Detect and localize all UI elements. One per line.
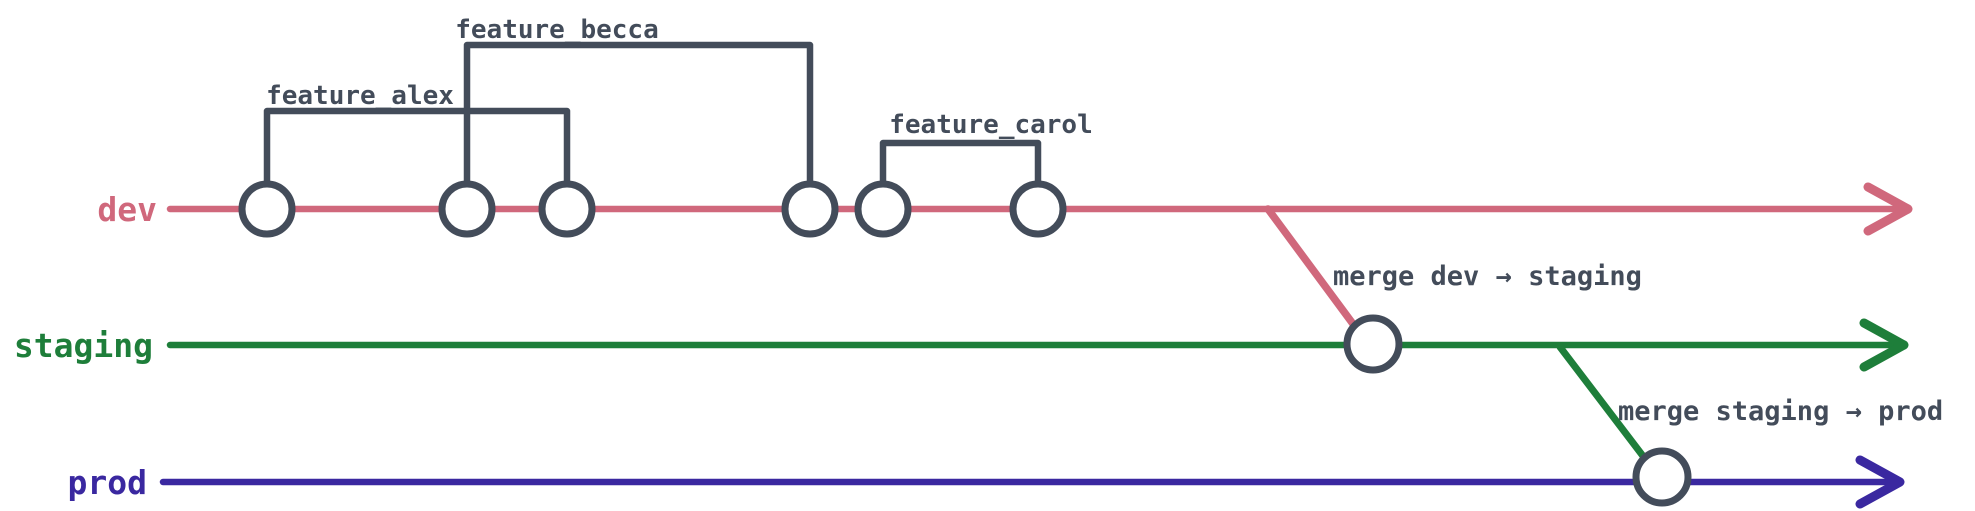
branch-label-staging: staging (14, 326, 153, 365)
commit-node (854, 180, 912, 238)
merge-label-staging-to-prod: merge staging → prod (1618, 396, 1943, 427)
commit-node (238, 180, 296, 238)
merge-commit-node-prod (1632, 447, 1692, 507)
feature-bracket-alex (263, 107, 571, 194)
branch-label-dev: dev (97, 190, 157, 229)
feature-label-alex: feature_alex (266, 81, 454, 111)
commit-node (538, 180, 596, 238)
commit-node (438, 180, 496, 238)
feature-label-becca: feature_becca (455, 15, 659, 45)
commit-group-dev (238, 180, 1067, 238)
merge-line-staging-to-prod (1556, 343, 1650, 464)
merge-line-dev-to-staging (1264, 205, 1360, 332)
feature-bracket-carol (879, 139, 1042, 194)
branch-arrowhead-dev-icon (1863, 182, 1913, 236)
branch-arrowhead-prod-icon (1855, 455, 1905, 509)
feature-bracket-becca (463, 41, 814, 194)
merge-commit-node-staging (1343, 314, 1403, 374)
commit-node (1009, 180, 1067, 238)
commit-node (781, 180, 839, 238)
branch-arrowhead-staging-icon (1859, 318, 1909, 372)
branch-label-prod: prod (68, 463, 147, 502)
feature-label-carol: feature_carol (889, 110, 1093, 140)
merge-label-dev-to-staging: merge dev → staging (1333, 261, 1642, 292)
